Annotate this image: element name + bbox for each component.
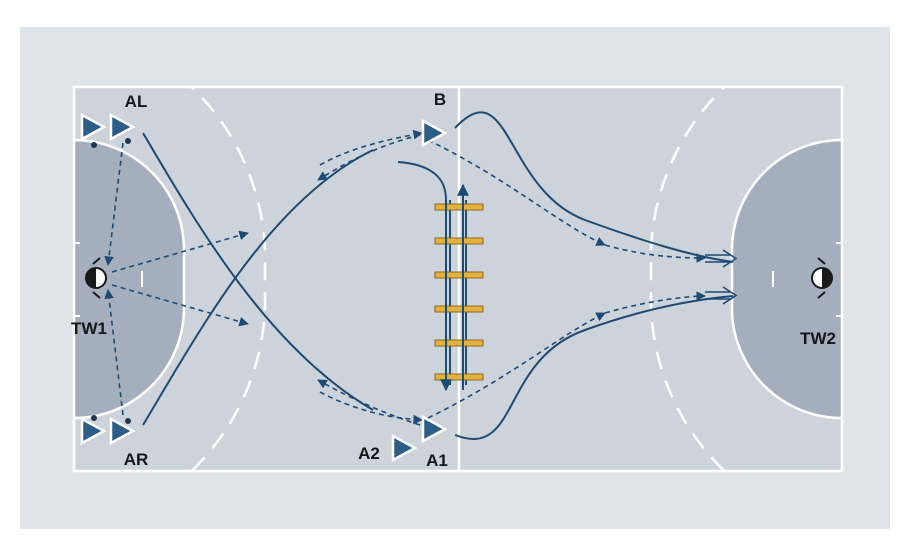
run-al-cross — [142, 132, 374, 411]
triangle-player-icon — [109, 112, 136, 142]
ball-icon — [91, 415, 97, 421]
ladder-rung — [434, 203, 484, 211]
run-b-wide — [454, 111, 734, 263]
pass-b-back — [317, 134, 421, 181]
left-goal-area — [74, 138, 186, 420]
triangle-player-icon — [421, 118, 448, 148]
label-tw2: TW2 — [800, 329, 836, 348]
ladder-rung — [434, 373, 484, 381]
pass-tw1-down — [111, 284, 249, 327]
ball-icon — [91, 142, 97, 148]
triangle-player-icon — [391, 433, 418, 463]
triangle-player-icon — [109, 416, 136, 446]
ball-icon — [125, 418, 131, 424]
label-al: AL — [124, 92, 148, 111]
pass-to-b — [319, 129, 423, 166]
pass-ar-to-tw1 — [104, 289, 124, 416]
right-goal-area — [730, 138, 842, 420]
pass-al-to-tw1 — [104, 142, 124, 266]
shot-arrow-top — [705, 249, 738, 268]
label-a1: A1 — [426, 451, 448, 470]
shot-arrow-bottom — [705, 286, 738, 305]
triangle-player-icon — [80, 112, 107, 142]
ladder-rung — [434, 305, 484, 313]
ladder-rung — [434, 271, 484, 279]
right-free-throw-line — [649, 87, 727, 471]
ball-icon — [125, 138, 131, 144]
goalkeeper-icon — [85, 257, 107, 299]
goalkeeper-icon — [811, 257, 833, 299]
label-b: B — [433, 90, 447, 109]
pass-to-a1 — [319, 391, 423, 425]
agility-ladder-icon — [434, 200, 484, 385]
run-ar-cross — [142, 149, 374, 426]
label-ar: AR — [123, 450, 149, 469]
pass-a1-diagonal — [427, 312, 606, 419]
pass-a1-back — [317, 379, 421, 426]
label-tw1: TW1 — [71, 319, 107, 338]
triangle-player-icon — [80, 416, 107, 446]
pass-tw1-up — [111, 230, 249, 273]
ladder-rung — [434, 339, 484, 347]
ladder-rung — [434, 237, 484, 245]
pass-b-diagonal — [427, 139, 606, 246]
left-free-throw-line — [189, 87, 267, 471]
triangle-player-icon — [421, 414, 448, 444]
label-a2: A2 — [358, 444, 380, 463]
run-b-to-ladder — [397, 161, 452, 392]
run-a1-wide — [454, 295, 734, 440]
